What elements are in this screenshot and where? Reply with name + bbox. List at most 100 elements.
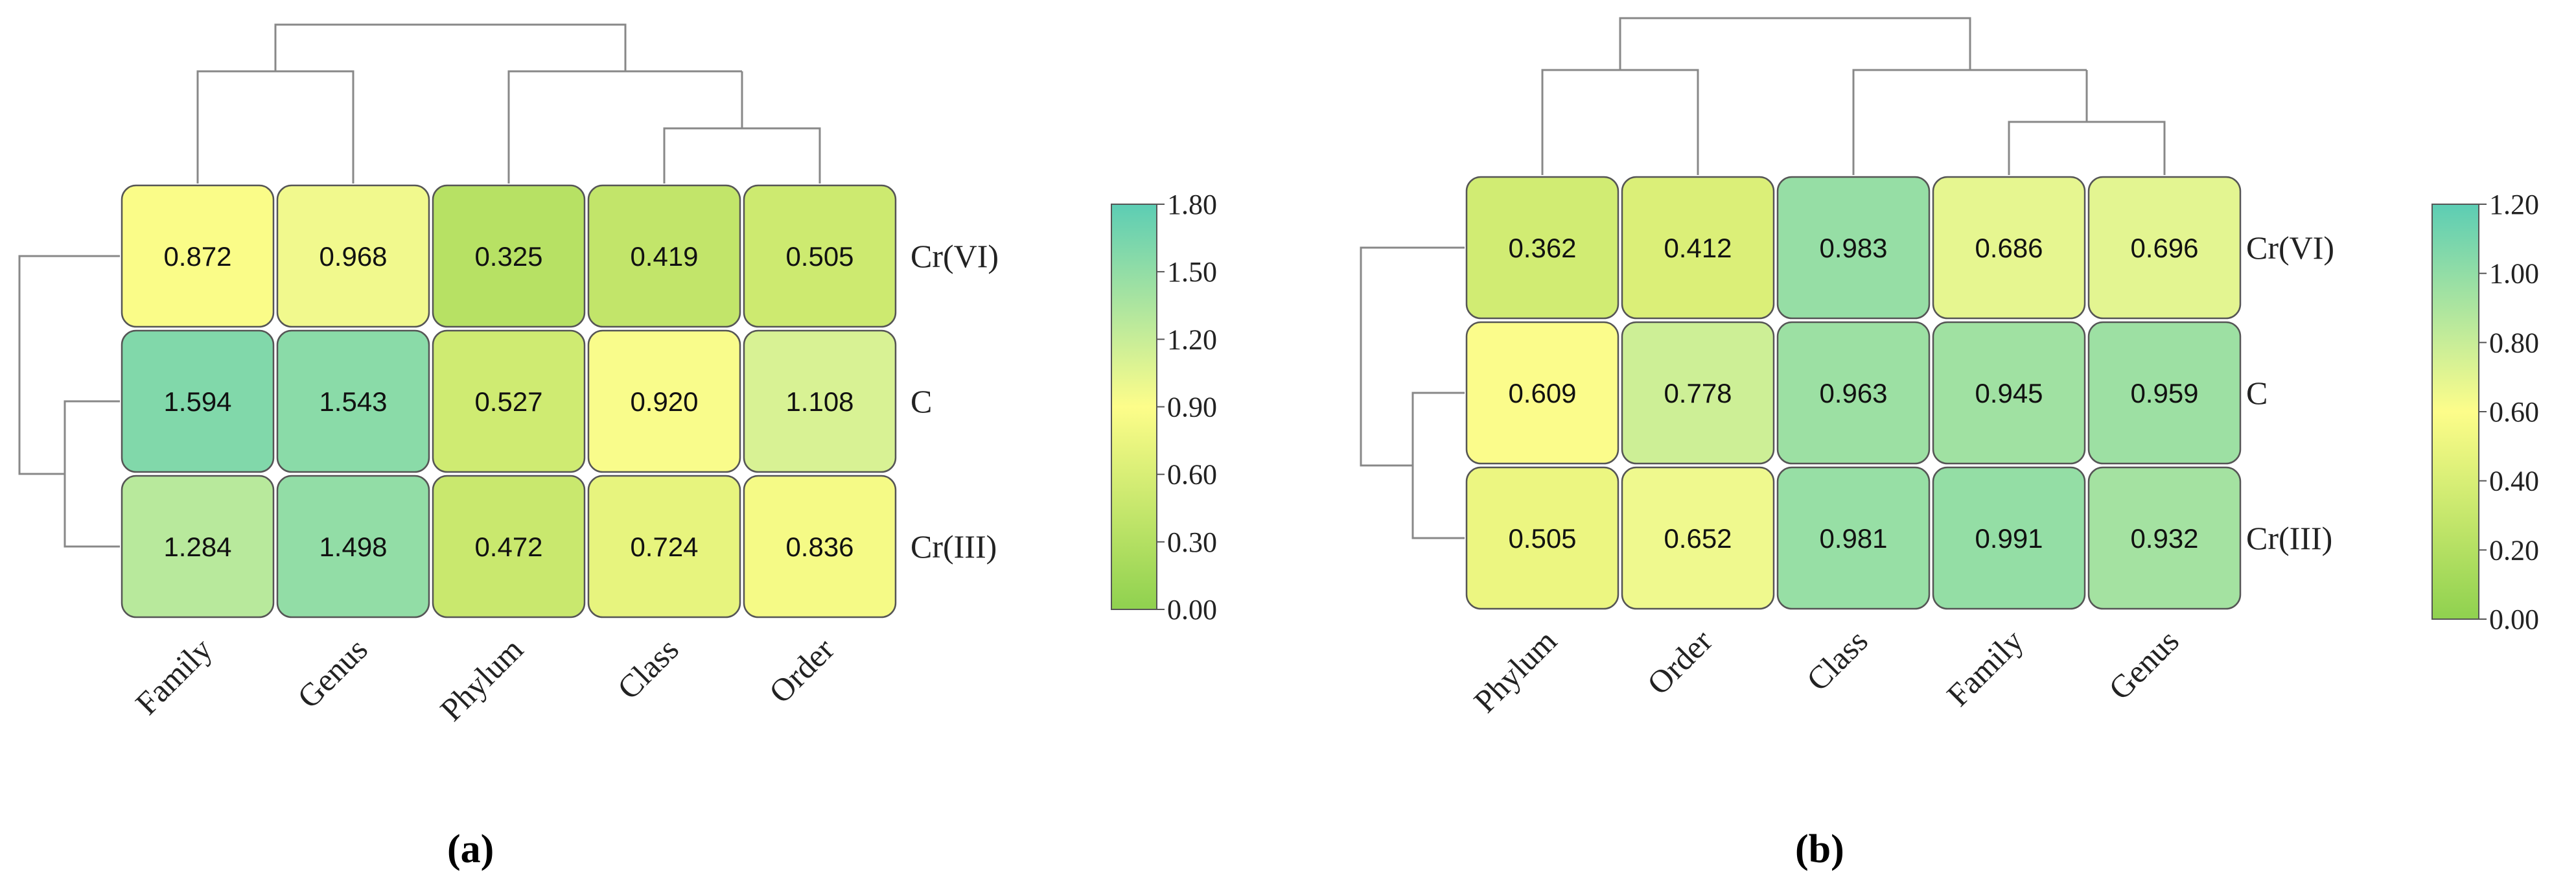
cell-value-label: 0.505 <box>1508 523 1576 554</box>
cell-value-label: 0.920 <box>630 386 698 417</box>
column-label: Family <box>1940 622 2030 713</box>
cell-value-label: 0.968 <box>319 241 387 272</box>
cell-value-label: 0.419 <box>630 241 698 272</box>
column-dendrogram-branch <box>1852 69 2087 175</box>
cell-value-label: 0.981 <box>1819 523 1887 554</box>
cell-value-label: 0.652 <box>1664 523 1732 554</box>
heatmap-cell <box>1932 176 2086 320</box>
heatmap-cell <box>276 475 430 618</box>
colorbar-tick-label: 0.40 <box>2489 465 2539 497</box>
heatmap-cell <box>121 329 275 473</box>
heatmap-cell <box>1621 321 1775 465</box>
row-label: C <box>911 383 932 419</box>
cell-value-label: 0.724 <box>630 532 698 562</box>
column-label: Family <box>128 631 219 722</box>
row-label: Cr(VI) <box>2246 229 2334 266</box>
colorbar-tick-label: 0.90 <box>1167 392 1217 423</box>
heatmap-cell <box>432 329 586 473</box>
row-dendrogram-branch <box>18 255 120 475</box>
heatmap-cell <box>587 475 741 618</box>
heatmap-cell <box>432 184 586 328</box>
heatmap-cell <box>1621 466 1775 610</box>
column-dendrogram <box>196 23 821 183</box>
column-dendrogram-branch <box>663 127 821 183</box>
heatmap-cell <box>587 184 741 328</box>
colorbar-tick-label: 0.00 <box>2489 604 2539 635</box>
cell-value-label: 0.362 <box>1508 233 1576 263</box>
column-dendrogram-branch <box>1541 69 1699 175</box>
heatmap-cell <box>2087 466 2242 610</box>
column-dendrogram-branch <box>2008 121 2166 175</box>
heatmap-cell <box>1776 321 1931 465</box>
heatmap-cell <box>1621 176 1775 320</box>
heatmap-cell <box>1465 466 1619 610</box>
heatmap-cell <box>1465 176 1619 320</box>
cell-value-label: 0.991 <box>1975 523 2043 554</box>
panel-label: (b) <box>1795 827 1844 871</box>
heatmap-cell <box>743 329 897 473</box>
colorbar-tick-label: 0.80 <box>2489 327 2539 359</box>
column-label: Phylum <box>433 631 530 728</box>
colorbar-tick-label: 1.80 <box>1167 189 1217 220</box>
heatmap-cell <box>1932 321 2086 465</box>
heatmap-cell <box>2087 321 2242 465</box>
panel-label: (a) <box>447 827 494 871</box>
row-dendrogram <box>1360 246 1465 539</box>
colorbar-tick-label: 0.60 <box>1167 459 1217 491</box>
heatmap-cell <box>587 329 741 473</box>
colorbar-tick-label: 0.00 <box>1167 594 1217 626</box>
heatmap-cell <box>743 184 897 328</box>
cell-value-label: 0.696 <box>2130 233 2198 263</box>
column-dendrogram-branch <box>196 70 354 183</box>
row-label: Cr(III) <box>2246 520 2332 556</box>
cell-value-label: 1.594 <box>163 386 231 417</box>
colorbar-tick-label: 0.20 <box>2489 534 2539 566</box>
cell-value-label: 0.872 <box>163 241 231 272</box>
row-dendrogram <box>18 255 120 548</box>
column-label: Order <box>1640 622 1719 701</box>
colorbar <box>2431 204 2479 620</box>
column-label: Order <box>762 631 841 710</box>
colorbar-tick-label: 1.50 <box>1167 256 1217 288</box>
heatmap-cell <box>432 475 586 618</box>
cell-value-label: 0.932 <box>2130 523 2198 554</box>
cell-value-label: 0.505 <box>785 241 853 272</box>
heatmap-cell <box>2087 176 2242 320</box>
cell-value-label: 1.498 <box>319 532 387 562</box>
column-dendrogram-branch <box>274 23 627 71</box>
column-dendrogram-branch <box>1619 17 1971 70</box>
row-label: Cr(III) <box>911 528 997 565</box>
column-label: Class <box>1800 622 1875 698</box>
colorbar-tick-label: 1.20 <box>2489 189 2539 220</box>
cell-value-label: 0.472 <box>474 532 542 562</box>
cell-value-label: 0.527 <box>474 386 542 417</box>
cell-value-label: 0.945 <box>1975 378 2043 408</box>
heatmap-cell <box>276 329 430 473</box>
row-label: Cr(VI) <box>911 238 999 274</box>
cell-value-label: 0.686 <box>1975 233 2043 263</box>
column-label: Genus <box>2102 622 2186 707</box>
cell-value-label: 0.983 <box>1819 233 1887 263</box>
heatmap-cell <box>1776 176 1931 320</box>
row-dendrogram-branch <box>1411 392 1465 539</box>
heatmap-cell <box>743 475 897 618</box>
colorbar-tick-label: 0.60 <box>2489 396 2539 428</box>
colorbar-tick-label: 0.30 <box>1167 526 1217 558</box>
column-dendrogram-branch <box>507 70 742 183</box>
column-label: Genus <box>290 631 375 715</box>
heatmap-cell <box>1465 321 1619 465</box>
colorbar <box>1111 204 1157 610</box>
cell-value-label: 0.609 <box>1508 378 1576 408</box>
cell-value-label: 0.963 <box>1819 378 1887 408</box>
row-dendrogram-branch <box>64 400 120 548</box>
column-label: Phylum <box>1467 622 1564 720</box>
heatmap-cell <box>276 184 430 328</box>
cell-value-label: 0.778 <box>1664 378 1732 408</box>
row-label: C <box>2246 375 2268 411</box>
heatmap-cell <box>121 475 275 618</box>
cell-value-label: 1.108 <box>785 386 853 417</box>
colorbar-tick-label: 1.00 <box>2489 258 2539 290</box>
